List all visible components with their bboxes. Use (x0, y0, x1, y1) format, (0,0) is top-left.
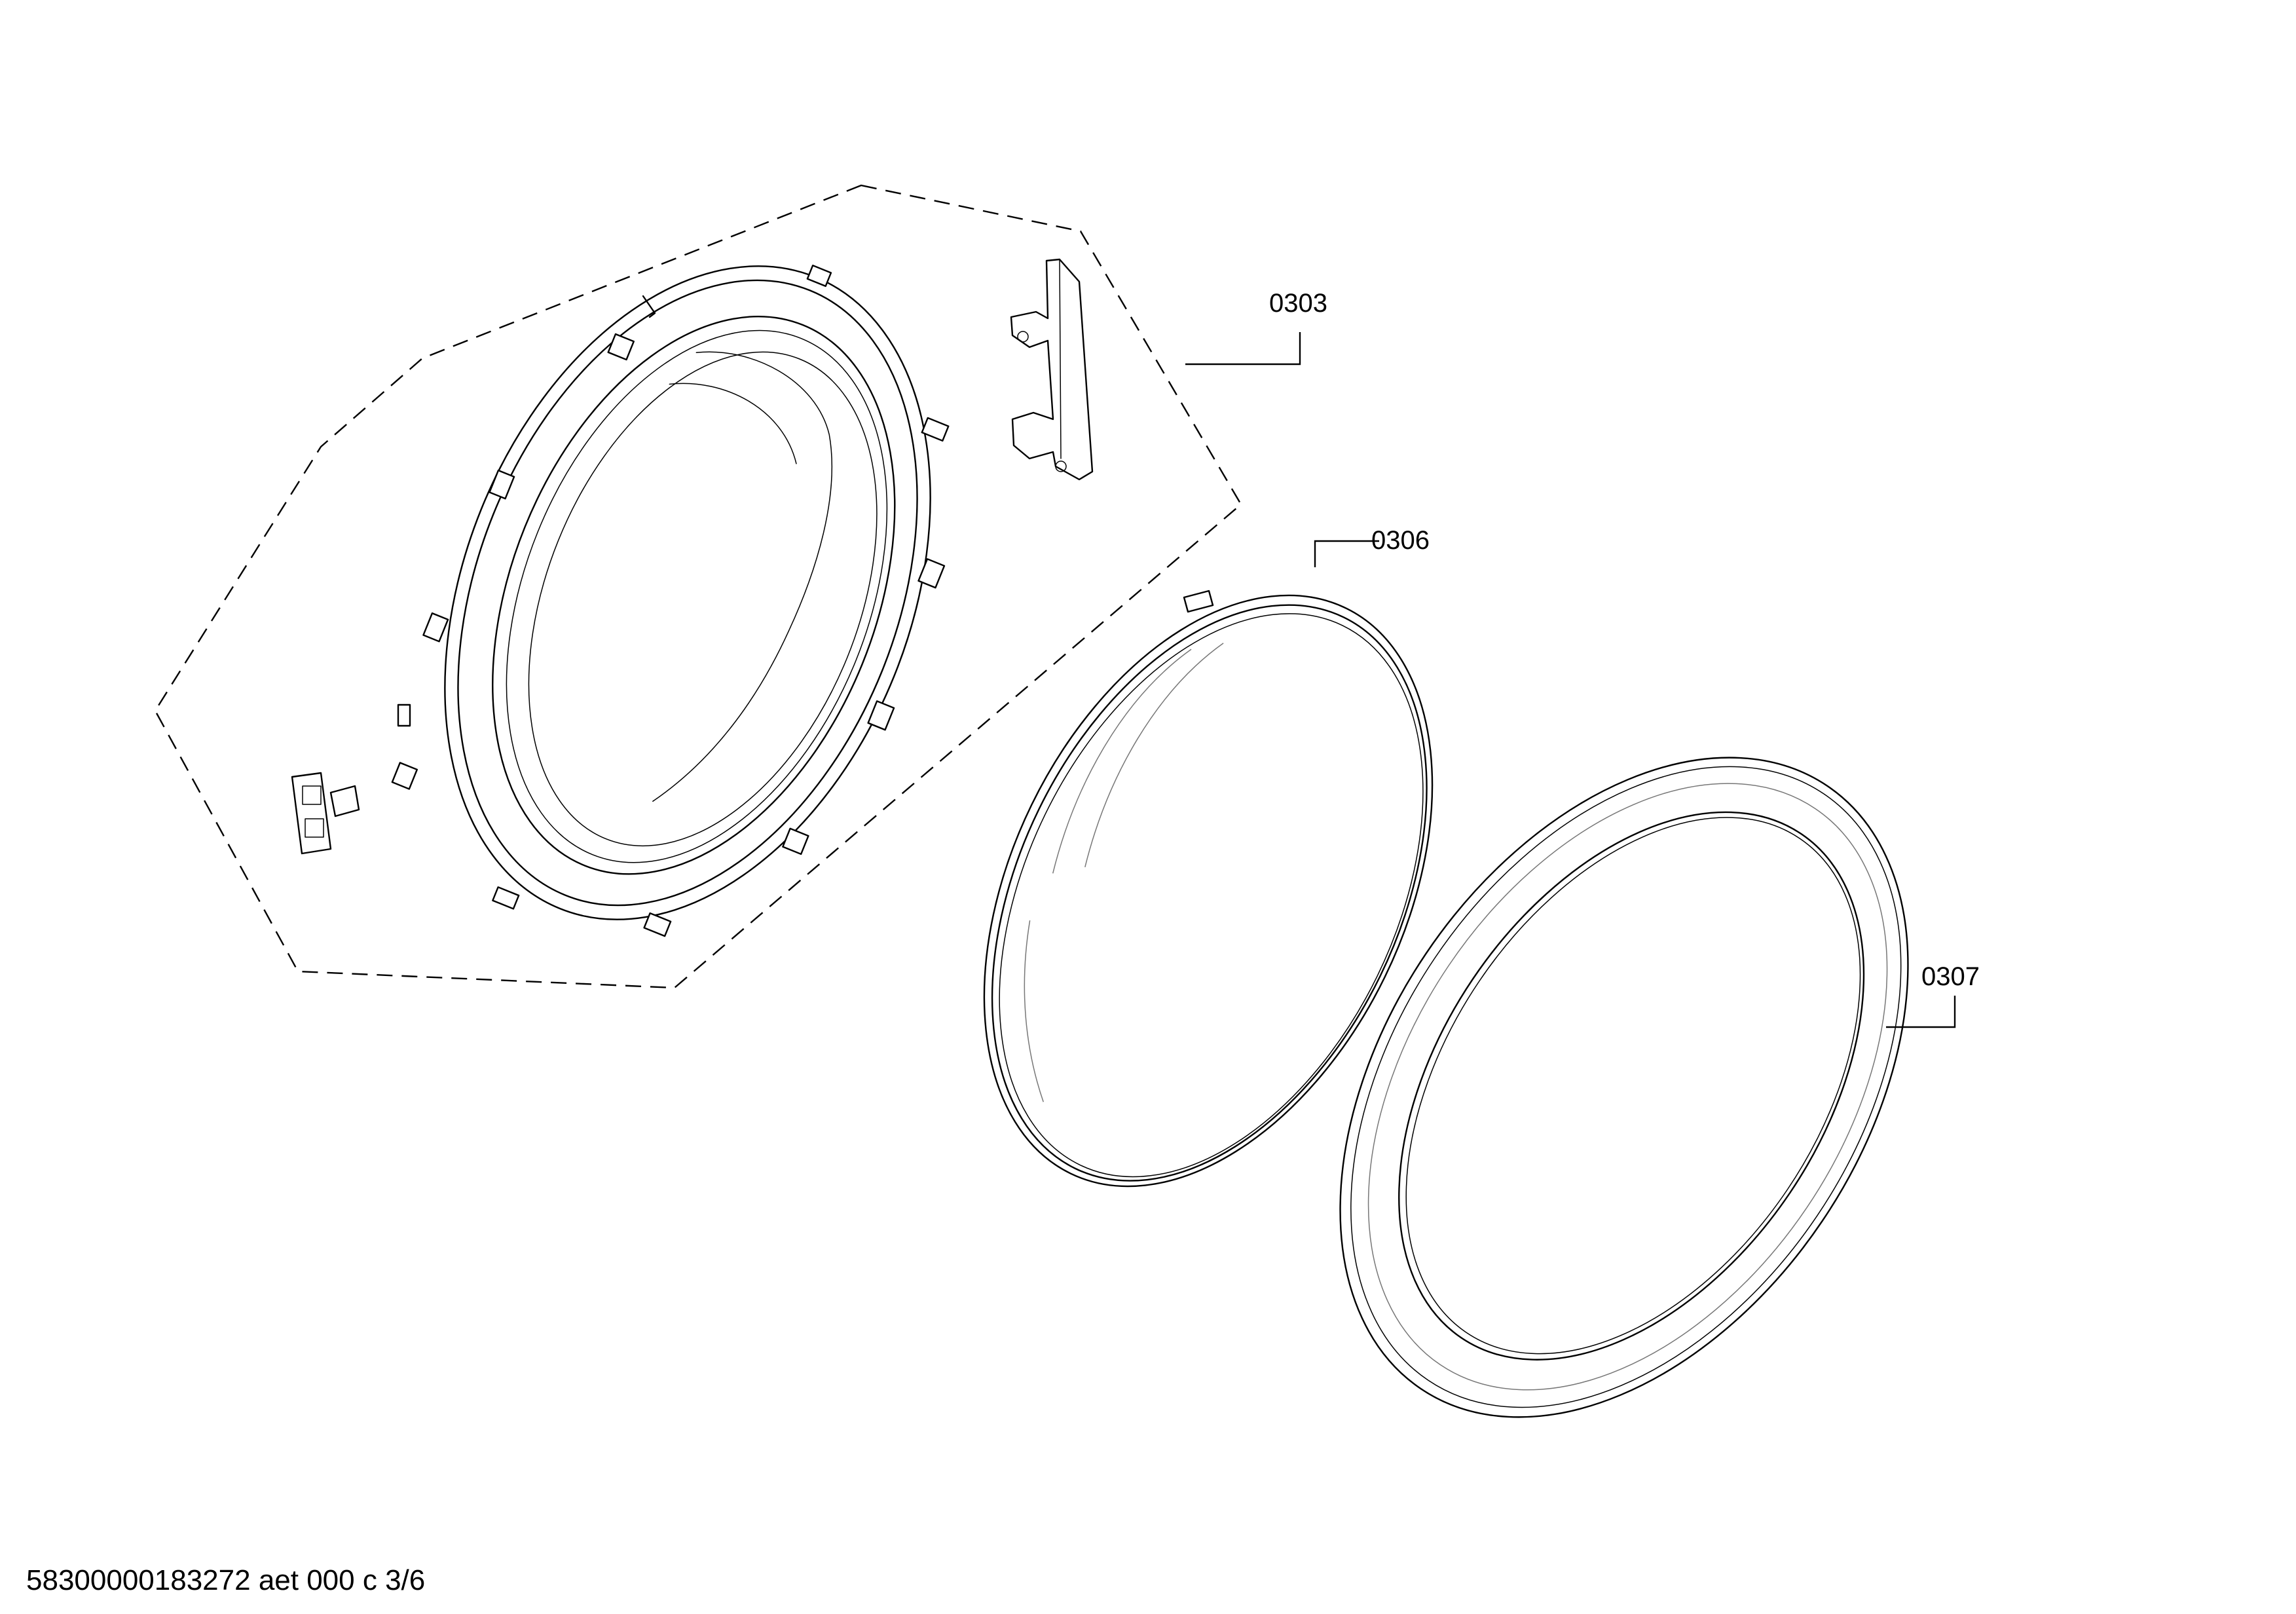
leader-0307 (1886, 996, 1956, 1028)
inner-door-frame (391, 265, 950, 937)
callout-0303: 0303 (1269, 289, 1327, 318)
frame-pin (642, 295, 656, 318)
callout-0307: 0307 (1921, 962, 1980, 991)
hinge-bracket (1010, 258, 1094, 481)
outer-door-ring (1339, 757, 1909, 1418)
frame-tab (397, 704, 411, 727)
leader-0303 (1185, 332, 1301, 366)
assembly-0303-boundary (154, 184, 1242, 989)
leader-0306 (1314, 540, 1379, 567)
door-lock-block (291, 772, 360, 855)
door-glass (983, 594, 1434, 1188)
document-id-footer: 58300000183272 aet 000 c 3/6 (26, 1564, 426, 1596)
glass-tab (1183, 590, 1214, 613)
callout-0306: 0306 (1371, 526, 1430, 555)
